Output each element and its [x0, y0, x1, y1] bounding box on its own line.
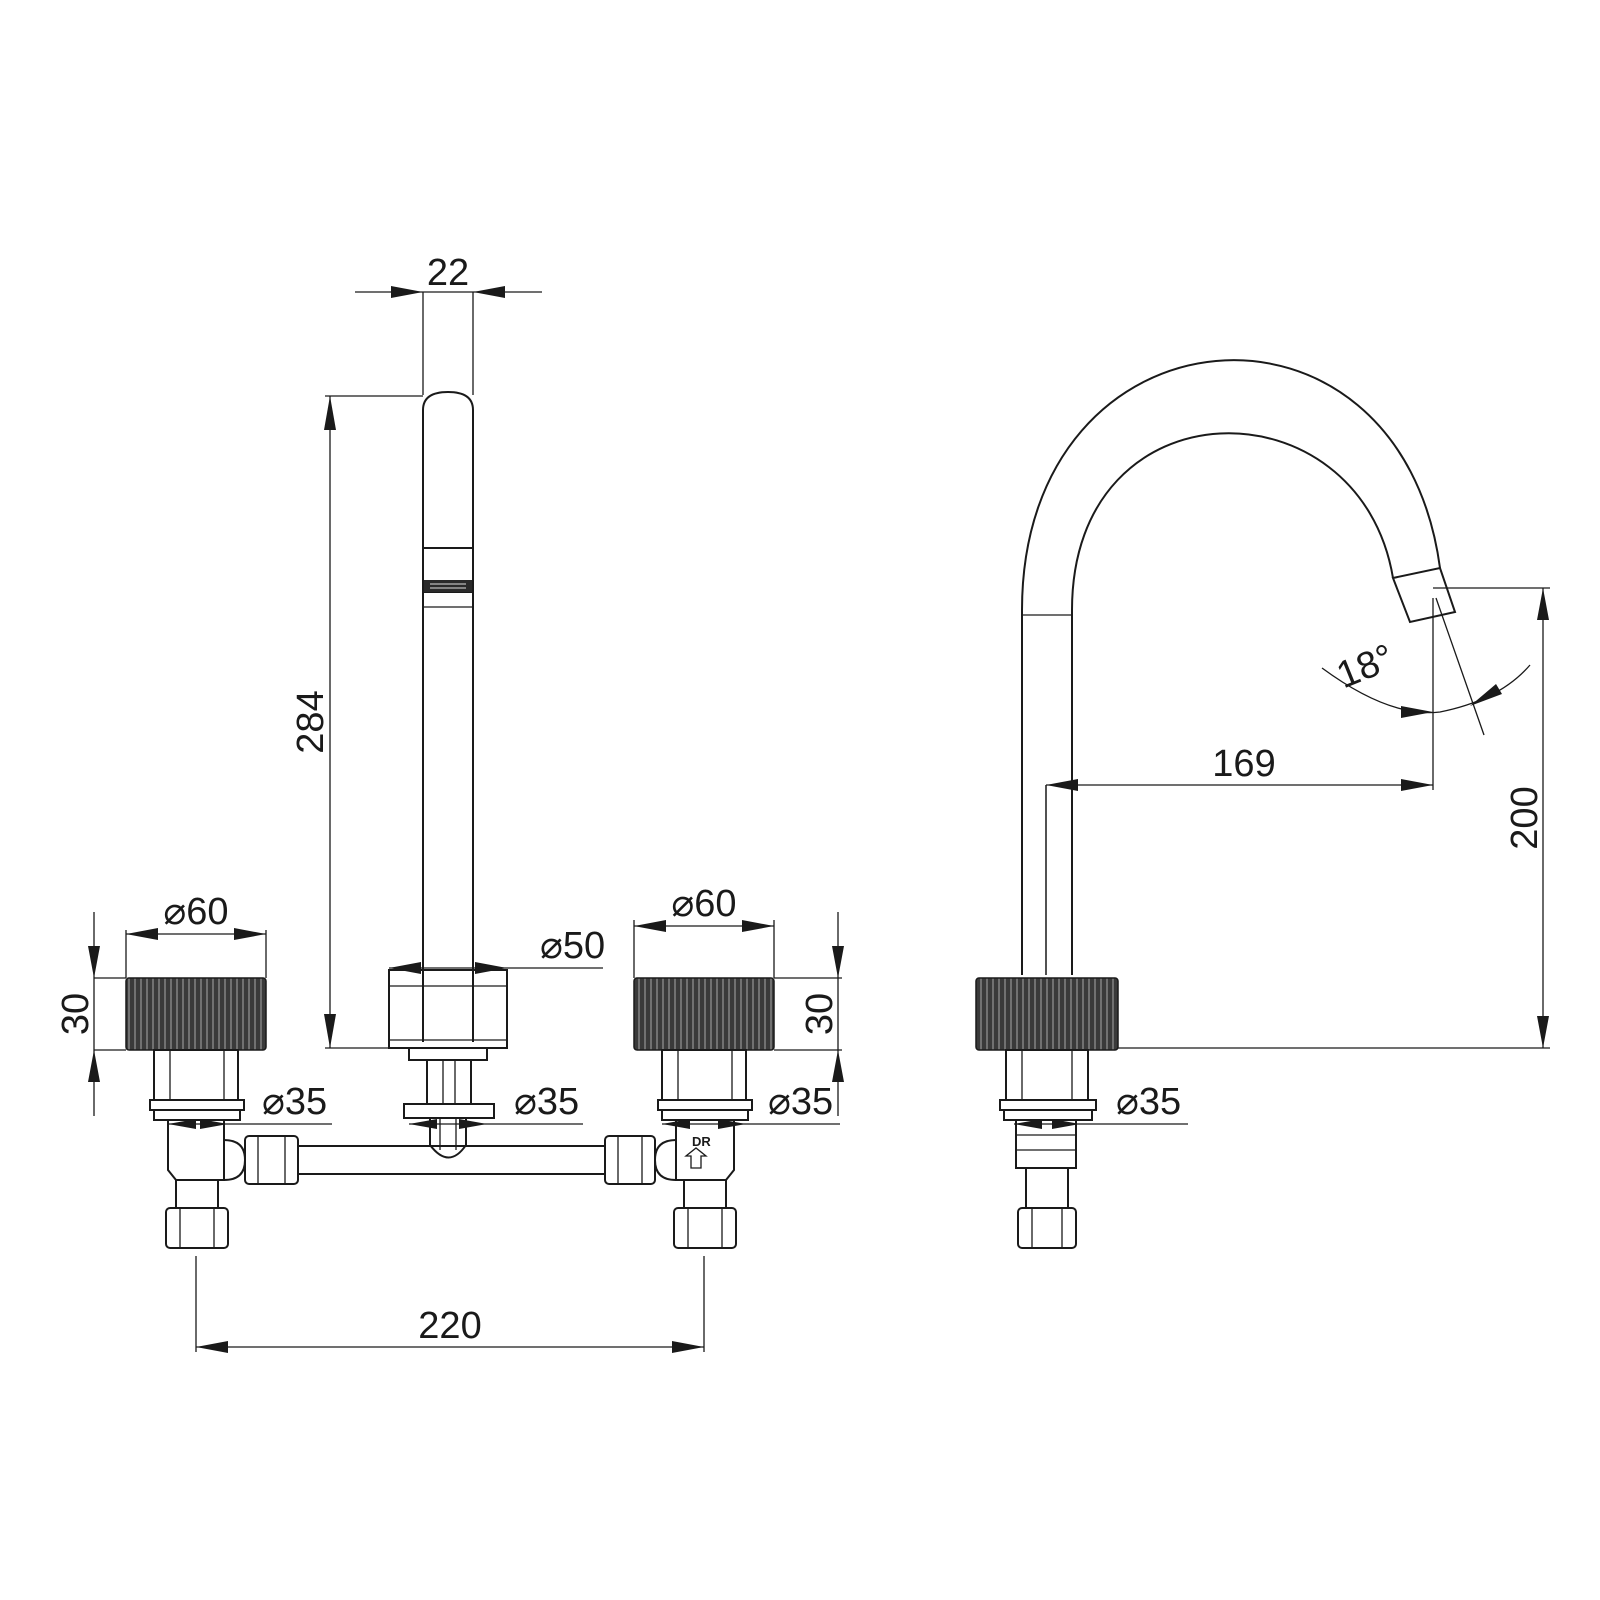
dim-handle-spacing: 220 — [195, 1256, 705, 1353]
base-diameter-label: ⌀50 — [540, 925, 605, 967]
spout-height-label: 284 — [290, 690, 332, 753]
dim-left-shank: ⌀35 — [168, 1081, 332, 1129]
up-arrow-icon — [684, 1147, 708, 1169]
dim-outlet-height: 200 — [1118, 587, 1550, 1049]
right-shank-label: ⌀35 — [768, 1081, 833, 1123]
valve-marking: DR — [692, 1134, 711, 1149]
side-handle-knurled — [975, 977, 1119, 1051]
spout-base — [388, 969, 508, 1159]
dim-center-shank: ⌀35 — [409, 1081, 583, 1129]
front-spout — [422, 390, 474, 1042]
crossover-pipe — [298, 1145, 605, 1175]
left-handle-knurled — [125, 977, 267, 1051]
side-view: ⌀35 169 200 18° — [975, 359, 1550, 1249]
right-handle-diameter-label: ⌀60 — [671, 883, 736, 925]
dim-spout-width: 22 — [355, 252, 542, 395]
left-handle-height-label: 30 — [55, 993, 97, 1035]
left-handle-assembly — [125, 977, 299, 1249]
dim-base-diameter: ⌀50 — [389, 925, 605, 974]
spout-width-label: 22 — [427, 252, 469, 294]
right-handle-assembly: DR — [604, 977, 775, 1249]
dim-left-handle-height: 30 — [55, 912, 126, 1116]
dim-side-shank: ⌀35 — [1014, 1081, 1188, 1129]
handle-spacing-label: 220 — [418, 1305, 481, 1347]
dim-spout-reach: 169 — [1045, 598, 1434, 975]
side-handle-assembly — [975, 977, 1119, 1249]
dim-spout-height: 284 — [290, 395, 423, 1049]
right-handle-knurled — [633, 977, 775, 1051]
left-handle-diameter-label: ⌀60 — [163, 891, 228, 933]
dim-right-handle-diameter: ⌀60 — [633, 883, 775, 978]
outlet-angle-label: 18° — [1331, 637, 1400, 697]
right-handle-height-label: 30 — [799, 993, 841, 1035]
dim-left-handle-diameter: ⌀60 — [125, 891, 267, 978]
outlet-height-label: 200 — [1504, 786, 1546, 849]
dim-right-shank: ⌀35 — [662, 1081, 840, 1129]
dim-right-handle-height: 30 — [774, 912, 844, 1116]
side-shank-label: ⌀35 — [1116, 1081, 1181, 1123]
left-shank-label: ⌀35 — [262, 1081, 327, 1123]
center-shank-label: ⌀35 — [514, 1081, 579, 1123]
spout-reach-label: 169 — [1212, 743, 1275, 785]
aerator-icon — [424, 580, 472, 592]
front-view: DR 22 284 — [55, 252, 844, 1353]
